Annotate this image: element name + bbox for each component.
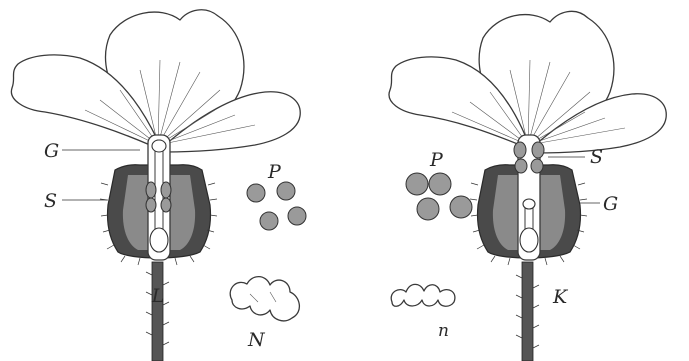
- left-anther: [161, 198, 171, 212]
- left-stamen-label: S: [44, 190, 57, 212]
- left-ovary: [150, 228, 168, 252]
- left-anther: [161, 182, 171, 198]
- left-stem: [152, 262, 163, 361]
- right-stamen-label: S: [590, 146, 603, 168]
- right-anther: [532, 142, 544, 158]
- right-stem: [522, 262, 533, 361]
- left-flower-label: L: [151, 285, 165, 307]
- right-ovary: [520, 228, 538, 252]
- pollen-right-label: P: [429, 149, 444, 171]
- left-anther: [146, 182, 156, 198]
- papillae-right: [391, 284, 455, 306]
- right-flower-label: K: [552, 286, 569, 308]
- left-anther: [146, 198, 156, 212]
- right-anther: [515, 159, 527, 173]
- pollen-grains-left: [247, 182, 306, 230]
- pollen-left-label: P: [267, 161, 282, 183]
- papillae-left: [230, 277, 299, 321]
- right-stigma: [523, 199, 535, 209]
- papillae-left-label: N: [247, 329, 266, 351]
- left-stigma: [152, 140, 166, 152]
- right-style-label: G: [603, 193, 618, 215]
- papillae-right-label: n: [438, 321, 449, 341]
- left-style-label: G: [44, 140, 59, 162]
- pollen-grains-right: [406, 173, 472, 220]
- right-anther: [531, 159, 543, 173]
- right-anther: [514, 142, 526, 158]
